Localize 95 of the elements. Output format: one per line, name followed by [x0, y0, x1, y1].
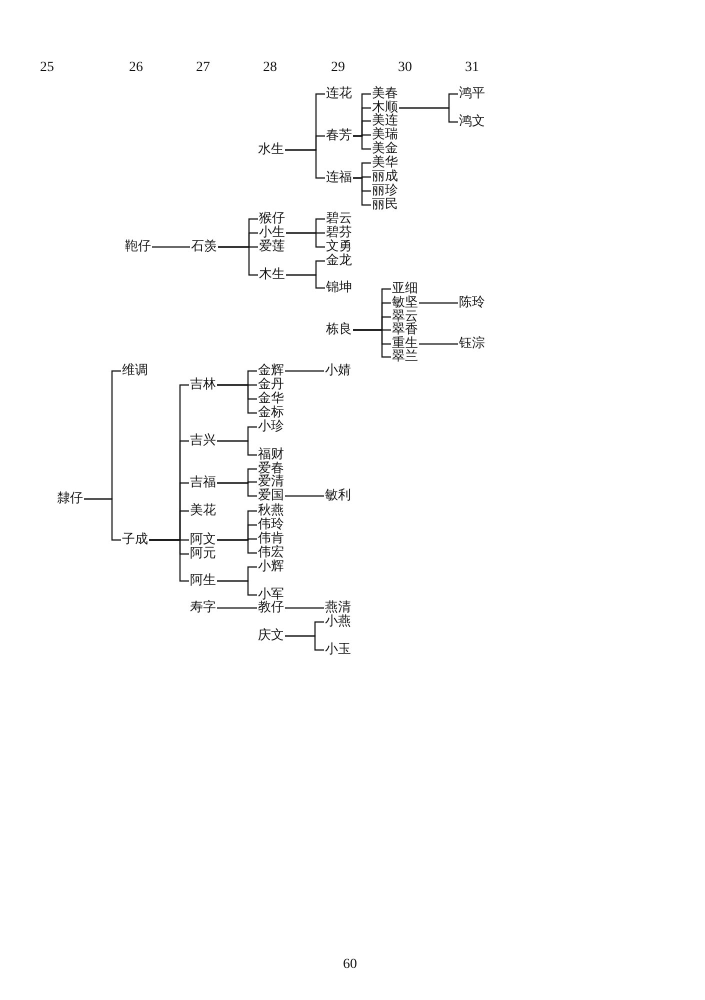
- connector-line: [399, 107, 458, 123]
- name-text: 金华: [257, 392, 285, 406]
- generation-number: 28: [263, 60, 277, 76]
- name-text: 鸿文: [458, 115, 486, 129]
- name-text: 翠香: [391, 323, 419, 337]
- name-text: 猴仔: [258, 212, 286, 226]
- name-text: 吉兴: [189, 434, 217, 448]
- connector-line: [217, 580, 257, 596]
- name-text: 钰淙: [458, 337, 486, 351]
- name-text: 爱清: [257, 475, 285, 489]
- generation-number: 26: [129, 60, 143, 76]
- name-text: 阿元: [189, 547, 217, 561]
- connector-line: [286, 232, 325, 248]
- name-text: 丽珍: [371, 184, 399, 198]
- name-text: 美花: [189, 504, 217, 518]
- connector-line: [217, 607, 257, 609]
- name-text: 文勇: [325, 240, 353, 254]
- name-text: 美华: [371, 156, 399, 170]
- connector-line: [217, 482, 257, 497]
- name-text: 小婧: [324, 364, 352, 378]
- connector-line: [285, 370, 324, 372]
- connector-line: [285, 495, 324, 497]
- name-text: 燕清: [324, 601, 352, 615]
- name-text: 子成: [121, 533, 149, 547]
- name-text: 小辉: [257, 560, 285, 574]
- name-text: 小燕: [324, 615, 352, 629]
- name-text: 教仔: [257, 601, 285, 615]
- name-text: 丽民: [371, 198, 399, 212]
- name-text: 美金: [371, 142, 399, 156]
- name-text: 鞄仔: [124, 240, 152, 254]
- name-text: 陈玲: [458, 296, 486, 310]
- connector-line: [419, 343, 458, 345]
- name-text: 金辉: [257, 364, 285, 378]
- name-text: 连花: [325, 87, 353, 101]
- name-text: 碧云: [325, 212, 353, 226]
- name-text: 金丹: [257, 378, 285, 392]
- connector-line: [217, 384, 257, 414]
- name-text: 翠兰: [391, 350, 419, 364]
- name-text: 敏利: [324, 489, 352, 503]
- name-text: 维调: [121, 364, 149, 378]
- connector-line: [285, 607, 324, 609]
- connector-line: [286, 274, 325, 289]
- page-number: 60: [343, 957, 357, 973]
- generation-number: 29: [331, 60, 345, 76]
- name-text: 小玉: [324, 643, 352, 657]
- name-text: 爱莲: [258, 240, 286, 254]
- name-text: 美连: [371, 114, 399, 128]
- name-text: 爱国: [257, 489, 285, 503]
- generation-number: 27: [196, 60, 210, 76]
- connector-line: [149, 539, 189, 582]
- name-text: 碧芬: [325, 226, 353, 240]
- name-text: 美春: [371, 87, 399, 101]
- connector-line: [353, 135, 371, 150]
- connector-line: [285, 149, 325, 179]
- name-text: 福财: [257, 448, 285, 462]
- generation-number: 31: [465, 60, 479, 76]
- generation-number: 25: [40, 60, 54, 76]
- connector-line: [84, 498, 121, 541]
- name-text: 栋良: [325, 323, 353, 337]
- name-text: 秋燕: [257, 504, 285, 518]
- generation-number: 30: [398, 60, 412, 76]
- name-text: 鸿平: [458, 87, 486, 101]
- name-text: 阿文: [189, 533, 217, 547]
- name-text: 美瑞: [371, 128, 399, 142]
- connector-line: [353, 177, 371, 206]
- name-text: 寿字: [189, 601, 217, 615]
- name-text: 春芳: [325, 129, 353, 143]
- name-text: 伟肯: [257, 532, 285, 546]
- name-text: 水生: [257, 143, 285, 157]
- connector-line: [218, 246, 258, 276]
- name-text: 丽成: [371, 170, 399, 184]
- name-text: 金标: [257, 406, 285, 420]
- name-text: 伟玲: [257, 518, 285, 532]
- name-text: 小军: [257, 588, 285, 602]
- name-text: 金龙: [325, 254, 353, 268]
- name-text: 吉福: [189, 476, 217, 490]
- name-text: 小生: [258, 226, 286, 240]
- name-text: 小珍: [257, 420, 285, 434]
- name-text: 石羡: [190, 240, 218, 254]
- name-text: 敏坚: [391, 296, 419, 310]
- name-text: 隸仔: [56, 492, 84, 506]
- connector-line: [217, 440, 257, 456]
- connector-line: [353, 329, 391, 358]
- name-text: 阿生: [189, 574, 217, 588]
- name-text: 亚细: [391, 282, 419, 296]
- name-text: 锦坤: [325, 281, 353, 295]
- name-text: 庆文: [257, 629, 285, 643]
- connector-line: [152, 246, 190, 248]
- connector-line: [285, 635, 324, 651]
- name-text: 木生: [258, 268, 286, 282]
- name-text: 吉林: [189, 378, 217, 392]
- name-text: 连福: [325, 171, 353, 185]
- connector-line: [419, 302, 458, 304]
- connector-line: [217, 539, 257, 554]
- name-text: 伟宏: [257, 546, 285, 560]
